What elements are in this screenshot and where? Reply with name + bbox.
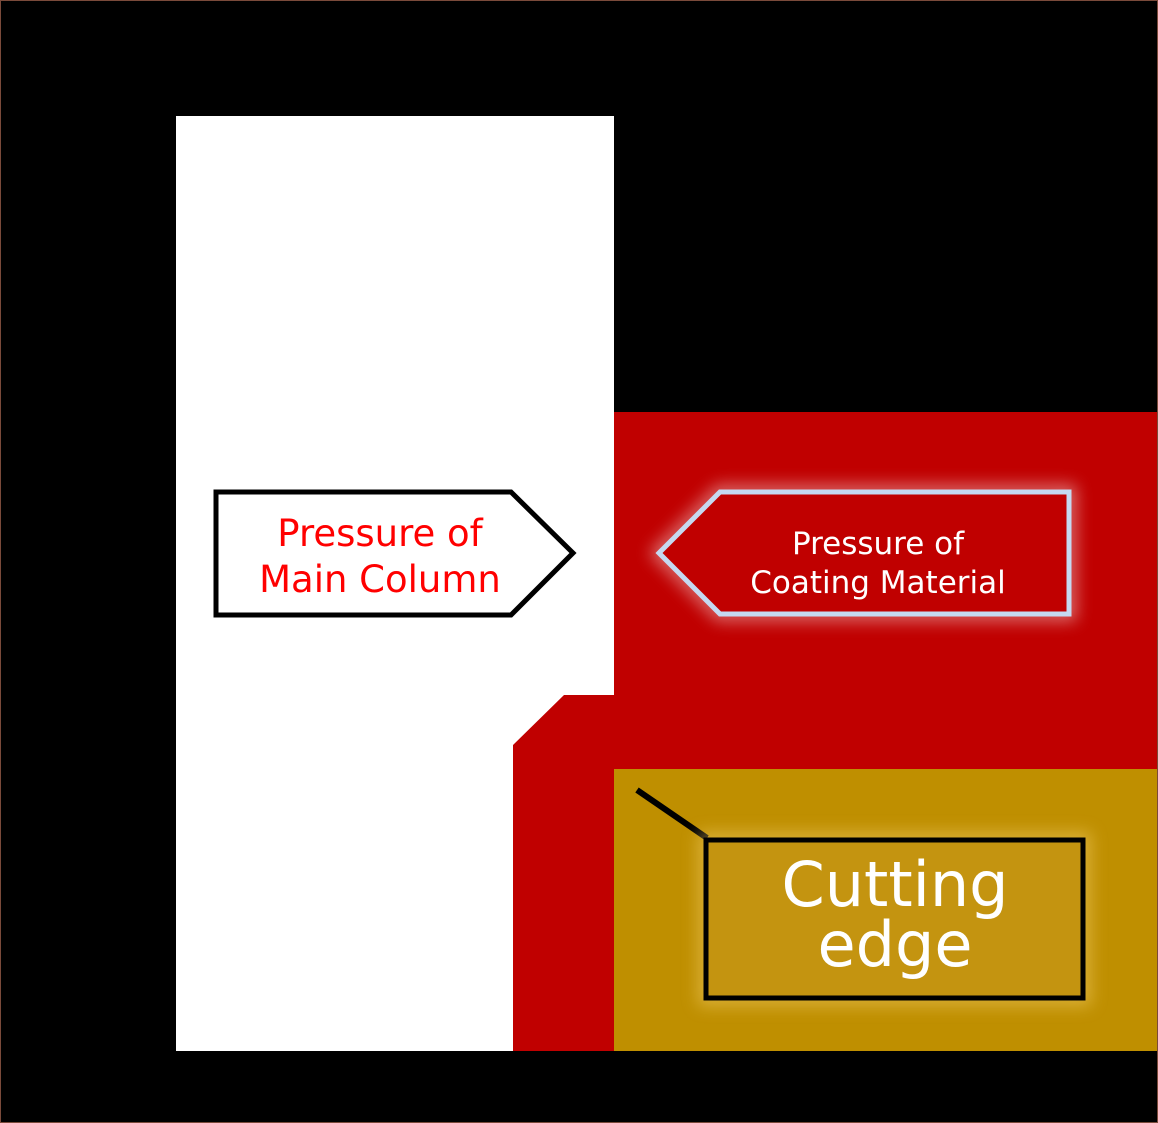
leader-line	[635, 787, 709, 841]
coating-material-label: Pressure of Coating Material	[649, 485, 1076, 621]
coating-label-line2: Coating Material	[750, 565, 1006, 601]
coating-label-line1: Pressure of	[792, 526, 965, 562]
cutting-edge-label: Cutting edge	[635, 787, 1091, 1006]
main-column-label-line2: Main Column	[259, 558, 501, 601]
main-column-label-line1: Pressure of	[277, 512, 483, 555]
main-column-label: Pressure of Main Column	[213, 489, 577, 618]
cutting-edge-label-line1: Cutting	[781, 848, 1008, 921]
cutting-edge-label-line2: edge	[818, 908, 973, 981]
